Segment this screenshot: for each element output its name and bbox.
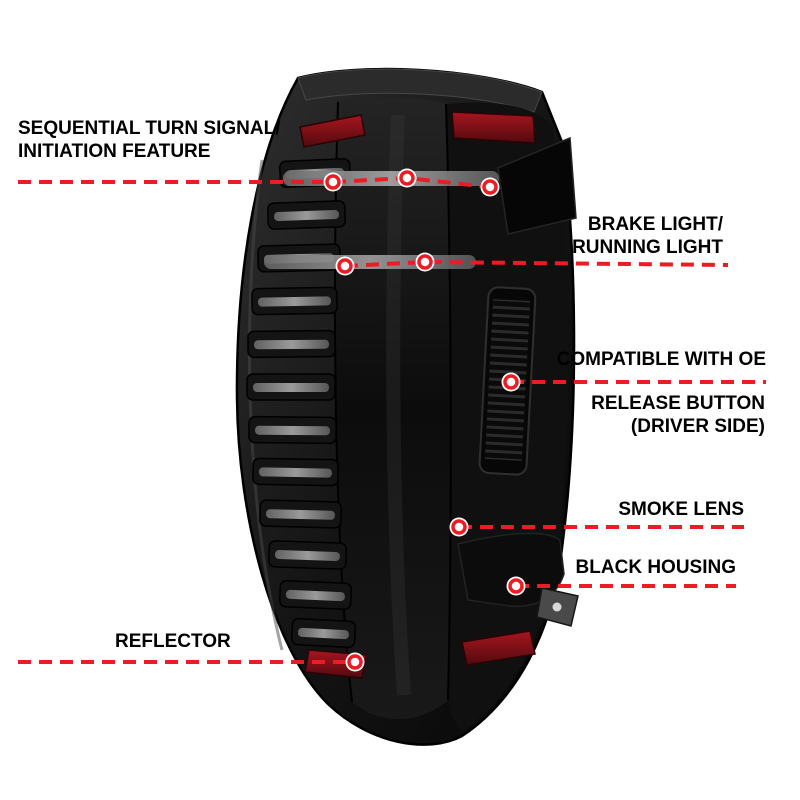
- label-brake-light-line2: RUNNING LIGHT: [572, 237, 723, 258]
- mounting-hole: [552, 602, 562, 612]
- marker-reflector: [345, 652, 365, 672]
- label-black-housing-line1: BLACK HOUSING: [575, 557, 736, 578]
- lens-sheen: [386, 114, 411, 696]
- marker-turn-signal-c: [480, 177, 500, 197]
- reflector-top-left: [299, 114, 366, 148]
- lens-center: [334, 97, 451, 719]
- label-brake-light-line1: BRAKE LIGHT/: [587, 214, 723, 235]
- reflector-strips: [299, 111, 536, 679]
- mounting-wing: [497, 136, 577, 235]
- label-smoke-lens: SMOKE LENS: [618, 498, 744, 521]
- label-oe-release-line2: (DRIVER SIDE): [630, 416, 765, 437]
- turn-signal-slats: [246, 157, 357, 649]
- label-turn-signal: SEQUENTIAL TURN SIGNAL/ INITIATION FEATU…: [18, 117, 281, 163]
- mounting-bracket: [457, 532, 579, 627]
- marker-turn-signal-a: [323, 172, 343, 192]
- label-black-housing: BLACK HOUSING: [576, 556, 736, 579]
- marker-black-housing: [506, 576, 526, 596]
- label-oe-release: RELEASE BUTTON (DRIVER SIDE): [591, 392, 765, 438]
- housing-top-face: [297, 68, 543, 113]
- label-turn-signal-line2: INITIATION FEATURE: [18, 141, 211, 162]
- label-reflector-line1: REFLECTOR: [115, 631, 231, 652]
- label-brake-light: BRAKE LIGHT/ RUNNING LIGHT: [572, 213, 723, 259]
- marker-oe-release: [501, 372, 521, 392]
- label-oe-compatible-line1: COMPATIBLE WITH OE: [556, 349, 766, 370]
- marker-brake-light-a: [335, 256, 355, 276]
- marker-turn-signal-b: [397, 168, 417, 188]
- callout-markers: [323, 168, 526, 672]
- left-edge-highlight: [247, 159, 284, 651]
- label-reflector: REFLECTOR: [115, 630, 231, 653]
- leader-brake-light: [344, 259, 729, 268]
- brake-light-bar: [264, 255, 476, 269]
- leader-turn-signal: [18, 175, 491, 189]
- leader-lines: [18, 175, 766, 664]
- reflector-bottom-right: [461, 630, 536, 666]
- reflector-top-right: [451, 111, 536, 144]
- label-oe-release-line1: RELEASE BUTTON: [591, 393, 765, 414]
- marker-smoke-lens: [449, 517, 469, 537]
- label-oe-compatible: COMPATIBLE WITH OE: [557, 348, 766, 371]
- label-turn-signal-line1: SEQUENTIAL TURN SIGNAL/: [18, 118, 281, 139]
- marker-brake-light-b: [415, 252, 435, 272]
- label-smoke-lens-line1: SMOKE LENS: [618, 499, 744, 520]
